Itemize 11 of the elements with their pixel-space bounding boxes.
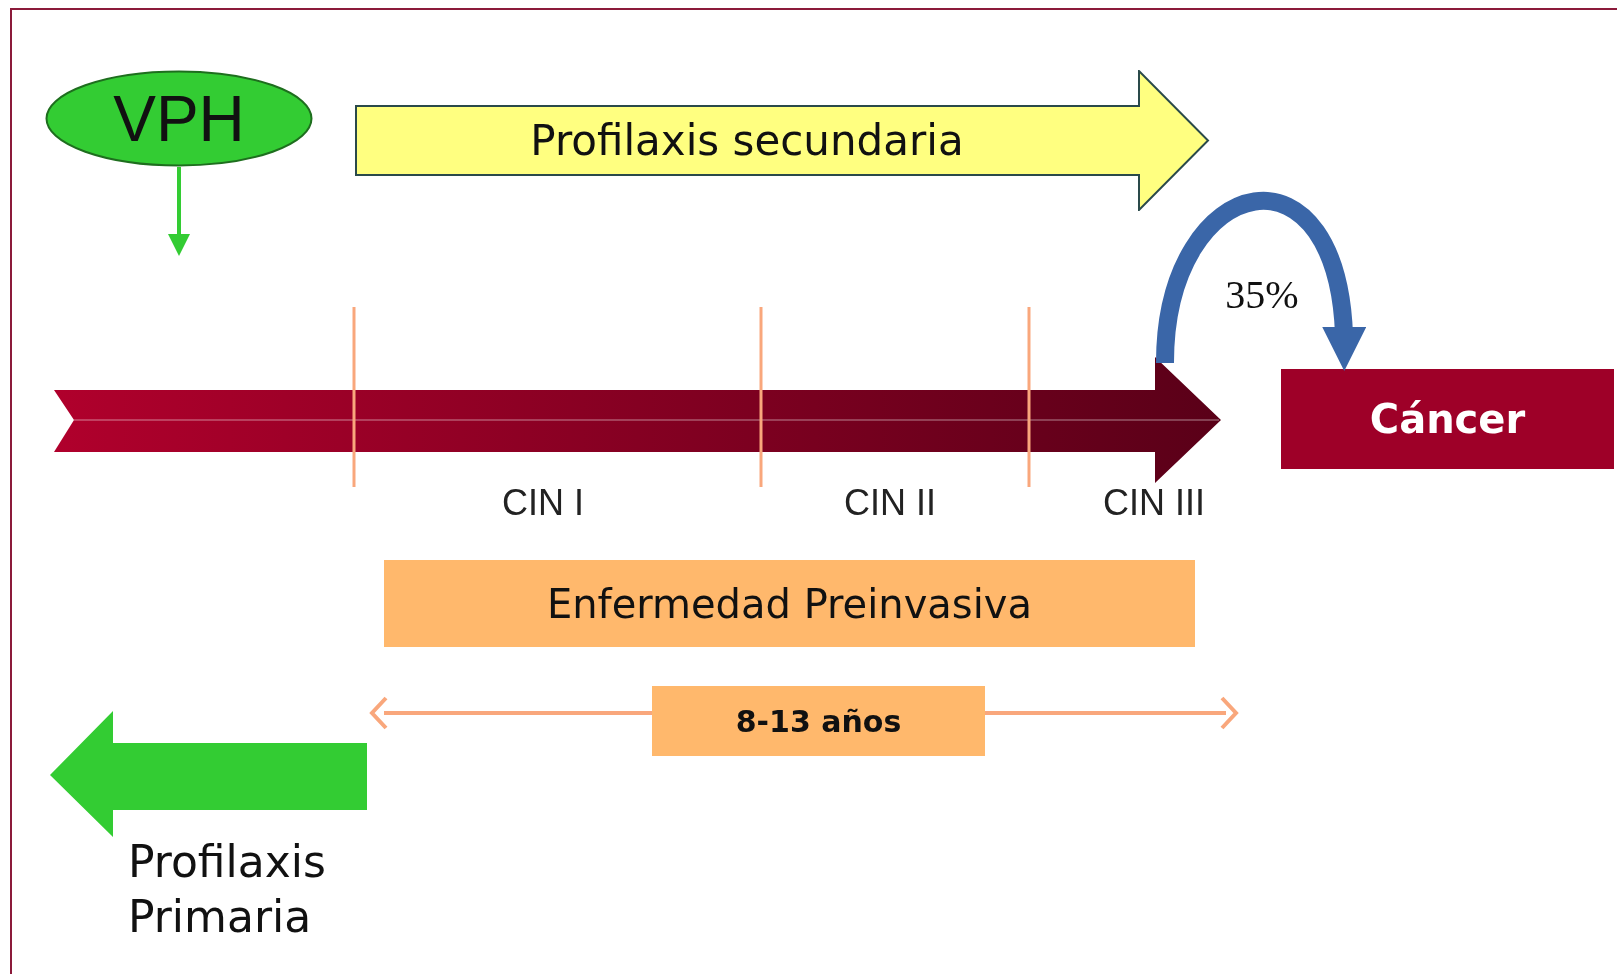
node-label: Cáncer — [1369, 396, 1526, 442]
node-label: Enfermedad Preinvasiva — [547, 580, 1032, 627]
node-label: 8-13 años — [735, 703, 902, 739]
node-label: Profilaxis secundaria — [530, 116, 964, 165]
node-label: VPH — [113, 81, 245, 156]
arrow — [168, 167, 190, 256]
stage-label: CIN I — [502, 482, 584, 524]
node-label: Profilaxis Primaria — [128, 835, 327, 944]
stage-label: CIN II — [844, 482, 936, 524]
arrow — [1156, 192, 1365, 371]
stage-label: CIN III — [1103, 482, 1205, 524]
